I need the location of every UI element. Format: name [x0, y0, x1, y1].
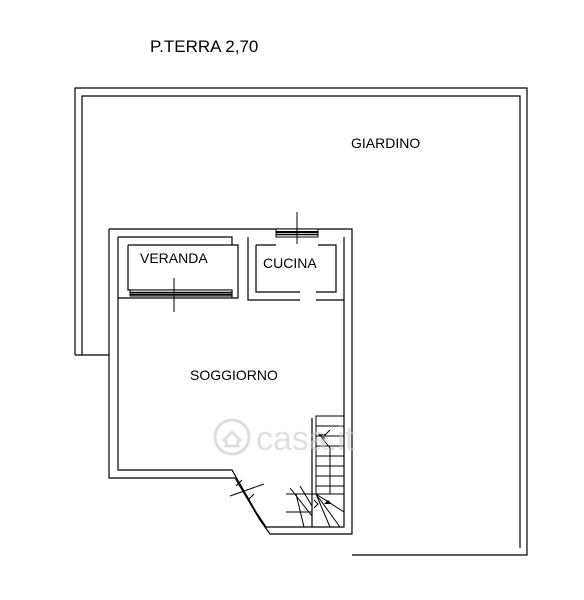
watermark-logo: casa.it	[213, 418, 355, 458]
room-label-living: SOGGIORNO	[190, 367, 278, 383]
room-label-veranda: VERANDA	[140, 250, 208, 266]
room-label-kitchen: CUCINA	[263, 255, 317, 271]
room-label-garden: GIARDINO	[351, 135, 420, 151]
entrance-door	[229, 479, 265, 501]
kitchen-window	[275, 212, 319, 244]
staircase	[286, 415, 345, 528]
house-walls	[108, 228, 353, 535]
veranda-window	[129, 278, 233, 312]
house-icon	[213, 418, 251, 456]
plan-title: P.TERRA 2,70	[150, 37, 258, 56]
watermark-text: casa.it	[256, 420, 355, 458]
garden-boundary	[74, 87, 528, 556]
